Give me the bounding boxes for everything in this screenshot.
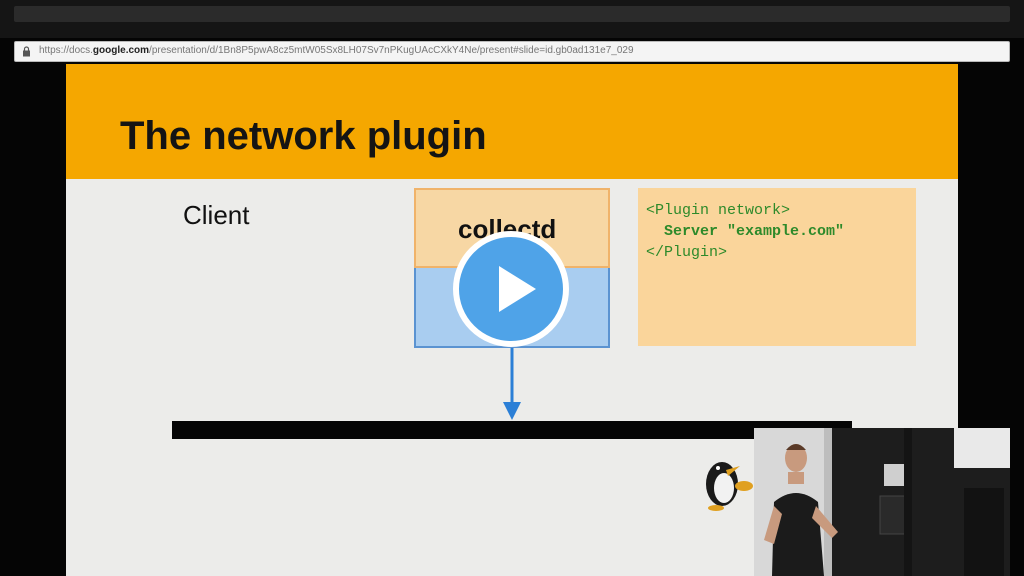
url-domain: google.com	[92, 45, 150, 56]
slide-title: The network plugin	[120, 114, 487, 158]
address-bar[interactable]: https://docs.google.com/presentation/d/1…	[14, 41, 1010, 62]
play-button[interactable]	[452, 230, 570, 348]
play-icon	[499, 266, 536, 312]
lock-icon	[23, 46, 30, 57]
down-arrow-icon	[503, 348, 521, 420]
code-line: <Plugin network>	[646, 202, 791, 219]
browser-top-bar	[0, 0, 1024, 38]
config-code-box: <Plugin network> Server "example.com" </…	[638, 188, 916, 346]
title-band: The network plugin	[66, 64, 958, 179]
slide: The network plugin Client collectd <Plug…	[66, 64, 958, 576]
url-path: /presentation/d/1Bn8P5pwA8cz5mtW05Sx8LH0…	[149, 45, 634, 56]
network-bar	[172, 421, 852, 439]
url-text: https://docs.google.com/presentation/d/1…	[39, 45, 634, 56]
code-line: Server "example.com"	[646, 223, 845, 240]
client-label: Client	[183, 200, 250, 230]
code-line: </Plugin>	[646, 244, 728, 261]
speaker-figure	[764, 444, 838, 576]
tab-strip	[14, 6, 1010, 22]
url-prefix: https://docs.	[39, 45, 93, 56]
speaker-video-thumbnail	[754, 428, 1010, 576]
penguin-logo-icon	[706, 462, 753, 511]
